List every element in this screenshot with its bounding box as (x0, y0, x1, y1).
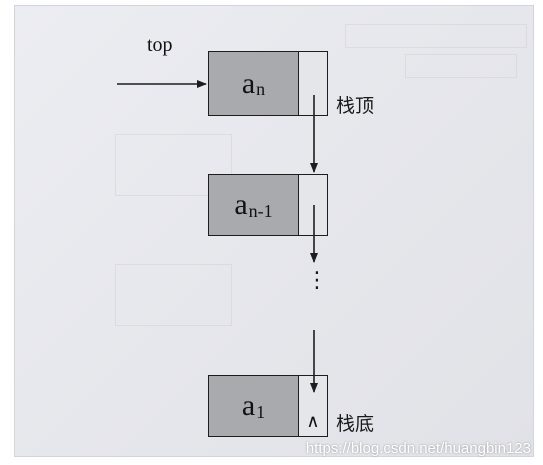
stack-bottom-label: 栈底 (336, 413, 375, 435)
node-data-subscript: 1 (256, 401, 266, 422)
bleed-through-text-block (345, 24, 527, 48)
node-data-base: a (241, 389, 256, 422)
node-data-subscript: n-1 (248, 200, 273, 221)
node-next-cell (299, 52, 327, 115)
top-pointer-label: top (147, 34, 173, 56)
null-pointer-symbol: ∧ (306, 411, 320, 432)
bleed-through-box (115, 134, 232, 196)
node-next-cell (299, 175, 327, 235)
bleed-through-text-block (405, 54, 517, 78)
node-data-subscript: n (256, 79, 266, 99)
ellipsis: ⋮ (306, 268, 328, 293)
bleed-through-box (115, 264, 232, 326)
node-data-base: a (241, 66, 256, 100)
node-data-base: a (234, 188, 248, 221)
stack-top-label: 栈顶 (336, 95, 375, 117)
watermark: https://blog.csdn.net/huangbin123 (305, 440, 531, 457)
